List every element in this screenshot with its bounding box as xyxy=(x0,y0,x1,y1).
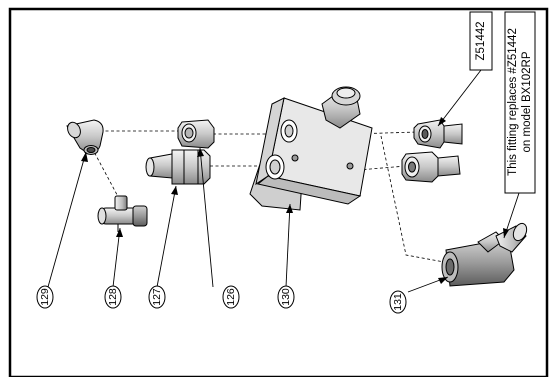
elbow-fitting-part-129 xyxy=(66,119,104,155)
tee-valve-part-128 xyxy=(97,195,148,232)
label-z51442-text: Z51442 xyxy=(475,21,487,60)
callout-126-text: 126 xyxy=(225,288,237,306)
note-line-2: on model BX102RP xyxy=(521,51,533,152)
callout-127: 127 xyxy=(148,285,166,309)
callout-127-text: 127 xyxy=(151,288,163,306)
callout-129: 129 xyxy=(36,285,54,309)
note-line-1: This fitting replaces #Z51442 xyxy=(507,28,519,176)
callout-126: 126 xyxy=(222,285,240,309)
label-z51442: Z51442 xyxy=(469,11,493,71)
callout-131-text: 131 xyxy=(392,293,404,311)
fitting-middle-right xyxy=(401,151,461,183)
replacement-note: This fitting replaces #Z51442 on model B… xyxy=(504,11,536,194)
callout-130-text: 130 xyxy=(280,288,292,306)
callout-131: 131 xyxy=(389,290,407,314)
callout-130: 130 xyxy=(277,285,295,309)
hex-bushing-part-126 xyxy=(177,119,215,149)
arrowheads xyxy=(81,117,509,284)
callout-128-text: 128 xyxy=(107,288,119,306)
valve-block-part-130 xyxy=(249,86,373,211)
hex-nipple-part-127 xyxy=(145,149,211,185)
callout-128: 128 xyxy=(104,285,122,309)
fitting-z51442 xyxy=(413,119,463,149)
callout-129-text: 129 xyxy=(39,288,51,306)
